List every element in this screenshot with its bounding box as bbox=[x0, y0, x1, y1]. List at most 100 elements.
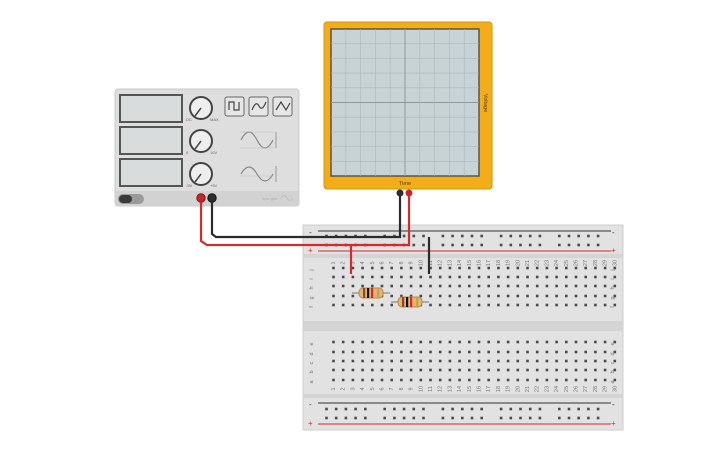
breadboard-hole[interactable] bbox=[526, 350, 529, 354]
breadboard-hole[interactable] bbox=[555, 368, 558, 372]
breadboard-hole[interactable] bbox=[577, 407, 580, 411]
breadboard-hole[interactable] bbox=[535, 350, 539, 354]
breadboard-hole[interactable] bbox=[429, 378, 432, 382]
breadboard-hole[interactable] bbox=[458, 359, 461, 363]
breadboard-hole[interactable] bbox=[480, 416, 483, 420]
breadboard-hole[interactable] bbox=[371, 378, 374, 382]
triangle-wave-button[interactable] bbox=[248, 96, 269, 117]
breadboard-hole[interactable] bbox=[438, 350, 442, 354]
breadboard-hole[interactable] bbox=[509, 243, 513, 247]
breadboard-hole[interactable] bbox=[603, 359, 607, 363]
breadboard-hole[interactable] bbox=[451, 243, 454, 247]
breadboard-hole[interactable] bbox=[528, 407, 532, 411]
breadboard-hole[interactable] bbox=[516, 303, 520, 307]
breadboard-hole[interactable] bbox=[603, 284, 607, 288]
breadboard-hole[interactable] bbox=[438, 294, 442, 298]
breadboard-hole[interactable] bbox=[354, 407, 357, 411]
breadboard-hole[interactable] bbox=[390, 266, 393, 270]
breadboard-hole[interactable] bbox=[419, 378, 423, 382]
breadboard-hole[interactable] bbox=[596, 407, 600, 411]
breadboard-hole[interactable] bbox=[364, 407, 367, 411]
breadboard-hole[interactable] bbox=[545, 350, 549, 354]
breadboard-hole[interactable] bbox=[587, 407, 590, 411]
breadboard-hole[interactable] bbox=[390, 350, 393, 354]
breadboard-hole[interactable] bbox=[419, 368, 423, 372]
breadboard-hole[interactable] bbox=[400, 340, 403, 344]
breadboard-hole[interactable] bbox=[477, 340, 481, 344]
breadboard-hole[interactable] bbox=[412, 234, 416, 238]
breadboard-hole[interactable] bbox=[468, 284, 471, 288]
breadboard-hole[interactable] bbox=[361, 340, 364, 344]
breadboard-hole[interactable] bbox=[364, 416, 367, 420]
breadboard-hole[interactable] bbox=[558, 416, 561, 420]
breadboard-hole[interactable] bbox=[497, 340, 500, 344]
breadboard-hole[interactable] bbox=[390, 303, 393, 307]
breadboard-hole[interactable] bbox=[584, 350, 587, 354]
breadboard-hole[interactable] bbox=[429, 266, 432, 270]
breadboard-hole[interactable] bbox=[458, 303, 461, 307]
breadboard-hole[interactable] bbox=[535, 359, 539, 363]
breadboard-hole[interactable] bbox=[538, 416, 542, 420]
breadboard-hole[interactable] bbox=[438, 378, 442, 382]
negative-terminal[interactable] bbox=[207, 193, 217, 203]
breadboard-hole[interactable] bbox=[613, 284, 617, 288]
breadboard-hole[interactable] bbox=[497, 284, 500, 288]
breadboard-hole[interactable] bbox=[341, 284, 345, 288]
breadboard-hole[interactable] bbox=[555, 266, 558, 270]
breadboard-hole[interactable] bbox=[458, 350, 461, 354]
breadboard-hole[interactable] bbox=[409, 368, 413, 372]
breadboard-hole[interactable] bbox=[458, 378, 461, 382]
breadboard-hole[interactable] bbox=[332, 340, 335, 344]
breadboard-hole[interactable] bbox=[487, 350, 490, 354]
breadboard-hole[interactable] bbox=[429, 359, 432, 363]
breadboard-hole[interactable] bbox=[419, 284, 423, 288]
breadboard-hole[interactable] bbox=[325, 407, 328, 411]
breadboard-hole[interactable] bbox=[584, 340, 587, 344]
breadboard-hole[interactable] bbox=[574, 340, 578, 344]
breadboard-hole[interactable] bbox=[567, 416, 571, 420]
breadboard-hole[interactable] bbox=[574, 275, 578, 279]
breadboard-hole[interactable] bbox=[448, 368, 452, 372]
breadboard-hole[interactable] bbox=[565, 340, 568, 344]
breadboard-hole[interactable] bbox=[477, 294, 481, 298]
breadboard-hole[interactable] bbox=[477, 275, 481, 279]
breadboard-hole[interactable] bbox=[497, 266, 500, 270]
breadboard-hole[interactable] bbox=[574, 368, 578, 372]
sine-wave-button[interactable] bbox=[272, 96, 293, 117]
breadboard-hole[interactable] bbox=[594, 266, 597, 270]
breadboard-hole[interactable] bbox=[468, 266, 471, 270]
frequency-knob[interactable] bbox=[189, 96, 213, 120]
breadboard-hole[interactable] bbox=[409, 275, 413, 279]
breadboard-hole[interactable] bbox=[458, 340, 461, 344]
breadboard-hole[interactable] bbox=[603, 275, 607, 279]
breadboard-hole[interactable] bbox=[334, 416, 338, 420]
breadboard-hole[interactable] bbox=[587, 234, 590, 238]
breadboard-hole[interactable] bbox=[470, 407, 474, 411]
breadboard-hole[interactable] bbox=[613, 359, 617, 363]
breadboard-hole[interactable] bbox=[538, 234, 542, 238]
breadboard-hole[interactable] bbox=[351, 284, 355, 288]
breadboard-hole[interactable] bbox=[538, 243, 542, 247]
breadboard-hole[interactable] bbox=[594, 275, 597, 279]
breadboard-hole[interactable] bbox=[351, 303, 355, 307]
breadboard-hole[interactable] bbox=[477, 368, 481, 372]
breadboard-hole[interactable] bbox=[487, 284, 490, 288]
breadboard-hole[interactable] bbox=[506, 275, 510, 279]
breadboard-hole[interactable] bbox=[344, 416, 348, 420]
breadboard-hole[interactable] bbox=[458, 284, 461, 288]
breadboard-hole[interactable] bbox=[497, 303, 500, 307]
breadboard-hole[interactable] bbox=[409, 266, 413, 270]
breadboard-hole[interactable] bbox=[419, 350, 423, 354]
breadboard-hole[interactable] bbox=[477, 359, 481, 363]
breadboard-hole[interactable] bbox=[380, 378, 384, 382]
breadboard-hole[interactable] bbox=[461, 407, 464, 411]
breadboard-hole[interactable] bbox=[448, 303, 452, 307]
breadboard-hole[interactable] bbox=[422, 416, 425, 420]
breadboard-hole[interactable] bbox=[470, 243, 474, 247]
breadboard-hole[interactable] bbox=[558, 234, 561, 238]
breadboard-hole[interactable] bbox=[574, 359, 578, 363]
breadboard-hole[interactable] bbox=[458, 275, 461, 279]
breadboard-hole[interactable] bbox=[361, 266, 364, 270]
breadboard-hole[interactable] bbox=[545, 284, 549, 288]
